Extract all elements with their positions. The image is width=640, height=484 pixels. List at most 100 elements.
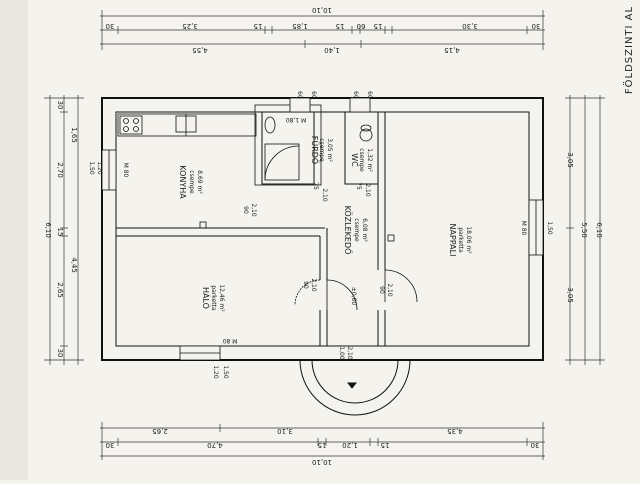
bottom-dimension-lines	[100, 422, 545, 460]
label-d210-2: 2,10	[364, 183, 371, 197]
top-dimension-lines	[100, 10, 545, 50]
top-dim-8: 3,30	[462, 22, 478, 30]
plan-title: FÖLDSZINTI AL	[622, 6, 635, 94]
label-h100: 1,00	[338, 346, 345, 360]
room-wc: WC csempe 1,32 m²	[350, 148, 373, 172]
room-name-furdo: FÜRDŐ	[310, 136, 320, 164]
label-w150-right: 1,50	[546, 221, 553, 235]
bottom-dim-8: 4,35	[447, 427, 463, 435]
label-d60-2: 60	[310, 91, 317, 99]
room-floor-nappali: parketta	[457, 227, 464, 253]
right-dimension-lines	[565, 95, 605, 365]
room-area-furdo: 3,05 m²	[326, 138, 333, 162]
room-name-kozlekedo: KÖZLEKEDŐ	[343, 206, 353, 255]
label-b150: 1,50	[222, 365, 229, 379]
windows	[101, 97, 544, 361]
top-dim-6: 60	[357, 22, 366, 30]
top-dim-row3-3: 4,15	[444, 46, 460, 54]
room-furdo: FÜRDŐ csempe 3,05 m²	[310, 136, 333, 164]
label-d210-5: 2,10	[386, 283, 393, 297]
entrance-porch	[299, 359, 411, 416]
bottom-dim-3: 4,70	[207, 441, 223, 449]
top-dim-row3-1: 4,55	[192, 46, 208, 54]
annotations: M 80 M 80 M 80 M 1,80 60 60 60 60 75 2,1…	[88, 91, 553, 379]
left-dim-5: 4,45	[70, 257, 78, 273]
top-dim-5: 15	[336, 22, 345, 30]
top-dim-2: 3,25	[182, 22, 198, 30]
bottom-dim-7: 15	[381, 441, 390, 449]
left-dim-3: 2,70	[56, 162, 64, 178]
room-area-kozlekedo: 6,08 m²	[361, 218, 368, 242]
bottom-dim-1: 30	[106, 441, 115, 449]
label-h210: 2,10	[346, 346, 353, 360]
room-name-halo: HÁLÓ	[201, 287, 212, 309]
room-area-wc: 1,32 m²	[366, 148, 373, 172]
bottom-dimension-texts: 30 2,65 4,70 3,10 15 1,20 15 4,35 30 10,…	[106, 427, 540, 466]
room-name-konyha: KONYHA	[178, 165, 187, 199]
top-total-dim: 10,10	[312, 6, 332, 14]
left-dim-2: 1,65	[70, 127, 78, 143]
label-w150-left: 1,50	[88, 161, 95, 175]
label-m80-konyha: M 80	[122, 163, 129, 178]
label-d210-1: 2,10	[321, 188, 328, 202]
top-dim-4: 1,85	[292, 22, 308, 30]
label-m80-nappali: M 80	[520, 221, 527, 236]
room-area-halo: 12,46 m²	[218, 284, 225, 312]
right-dim-mid: 5,50	[580, 222, 588, 238]
room-floor-furdo: csempe	[318, 138, 325, 162]
room-area-nappali: 18,06 m²	[465, 226, 472, 254]
top-dim-9: 30	[532, 22, 541, 30]
label-d60-4: 60	[366, 91, 373, 99]
bottom-total-dim: 10,10	[312, 458, 332, 466]
room-name-wc: WC	[350, 153, 359, 167]
top-dim-3: 15	[254, 22, 263, 30]
bottom-dim-5: 15	[318, 441, 327, 449]
label-d210-3: 2,10	[250, 203, 257, 217]
kitchen-counter	[117, 113, 257, 137]
label-w120-left: 1,20	[96, 161, 103, 175]
right-dimension-texts: 3,05 5,50 3,05 6,10	[566, 152, 603, 303]
room-floor-halo: parketta	[210, 285, 217, 311]
room-floor-kozlekedo: csempe	[353, 218, 360, 242]
bottom-dim-9: 30	[531, 441, 540, 449]
label-d60-3: 60	[352, 91, 359, 99]
top-dim-7: 15	[374, 22, 383, 30]
left-dim-7: 30	[56, 349, 64, 358]
bottom-dim-6: 1,20	[342, 441, 358, 449]
label-d75-2: 75	[355, 182, 362, 190]
label-d90-1: 90	[242, 206, 249, 214]
right-dim-lower: 3,05	[566, 287, 574, 303]
left-dimension-texts: 6,10 30 1,65 2,70 15 4,45 2,65 30	[44, 101, 78, 358]
room-kozlekedo: KÖZLEKEDŐ csempe 6,08 m²	[343, 206, 368, 255]
room-halo: HÁLÓ parketta 12,46 m²	[201, 284, 225, 312]
top-dim-row3-2: 1,40	[324, 46, 340, 54]
label-level: ±0,60	[350, 287, 357, 306]
label-d60-1: 60	[296, 91, 303, 99]
label-m80-halo: M 80	[222, 337, 237, 344]
room-area-konyha: 8,69 m²	[196, 170, 203, 194]
label-d90-3: 90	[378, 286, 385, 294]
right-dim-upper: 3,05	[566, 152, 574, 168]
label-d75-1: 75	[312, 182, 319, 190]
top-dim-1: 30	[106, 22, 115, 30]
label-d210-4: 2,10	[310, 278, 317, 292]
room-floor-wc: csempe	[358, 148, 365, 172]
bottom-dim-4: 3,10	[277, 427, 293, 435]
label-d90-2: 90	[302, 281, 309, 289]
label-m180: M 1,80	[286, 116, 307, 123]
room-name-nappali: NAPPALI	[448, 224, 457, 257]
top-dimension-texts: 10,10 30 3,25 15 1,85 15 60 15 3,30 30 4…	[106, 6, 541, 54]
paper-edge	[0, 0, 28, 480]
left-dim-1: 30	[56, 101, 64, 110]
doors	[199, 221, 418, 311]
right-total-dim: 6,10	[595, 222, 603, 238]
bottom-dim-2: 2,65	[152, 427, 168, 435]
room-nappali: NAPPALI parketta 18,06 m²	[448, 224, 472, 257]
left-dimension-lines	[44, 95, 84, 365]
room-floor-konyha: csempe	[188, 170, 195, 194]
left-dim-4: 15	[56, 228, 64, 237]
label-b120: 1,20	[212, 365, 219, 379]
left-dim-6: 2,65	[56, 282, 64, 298]
